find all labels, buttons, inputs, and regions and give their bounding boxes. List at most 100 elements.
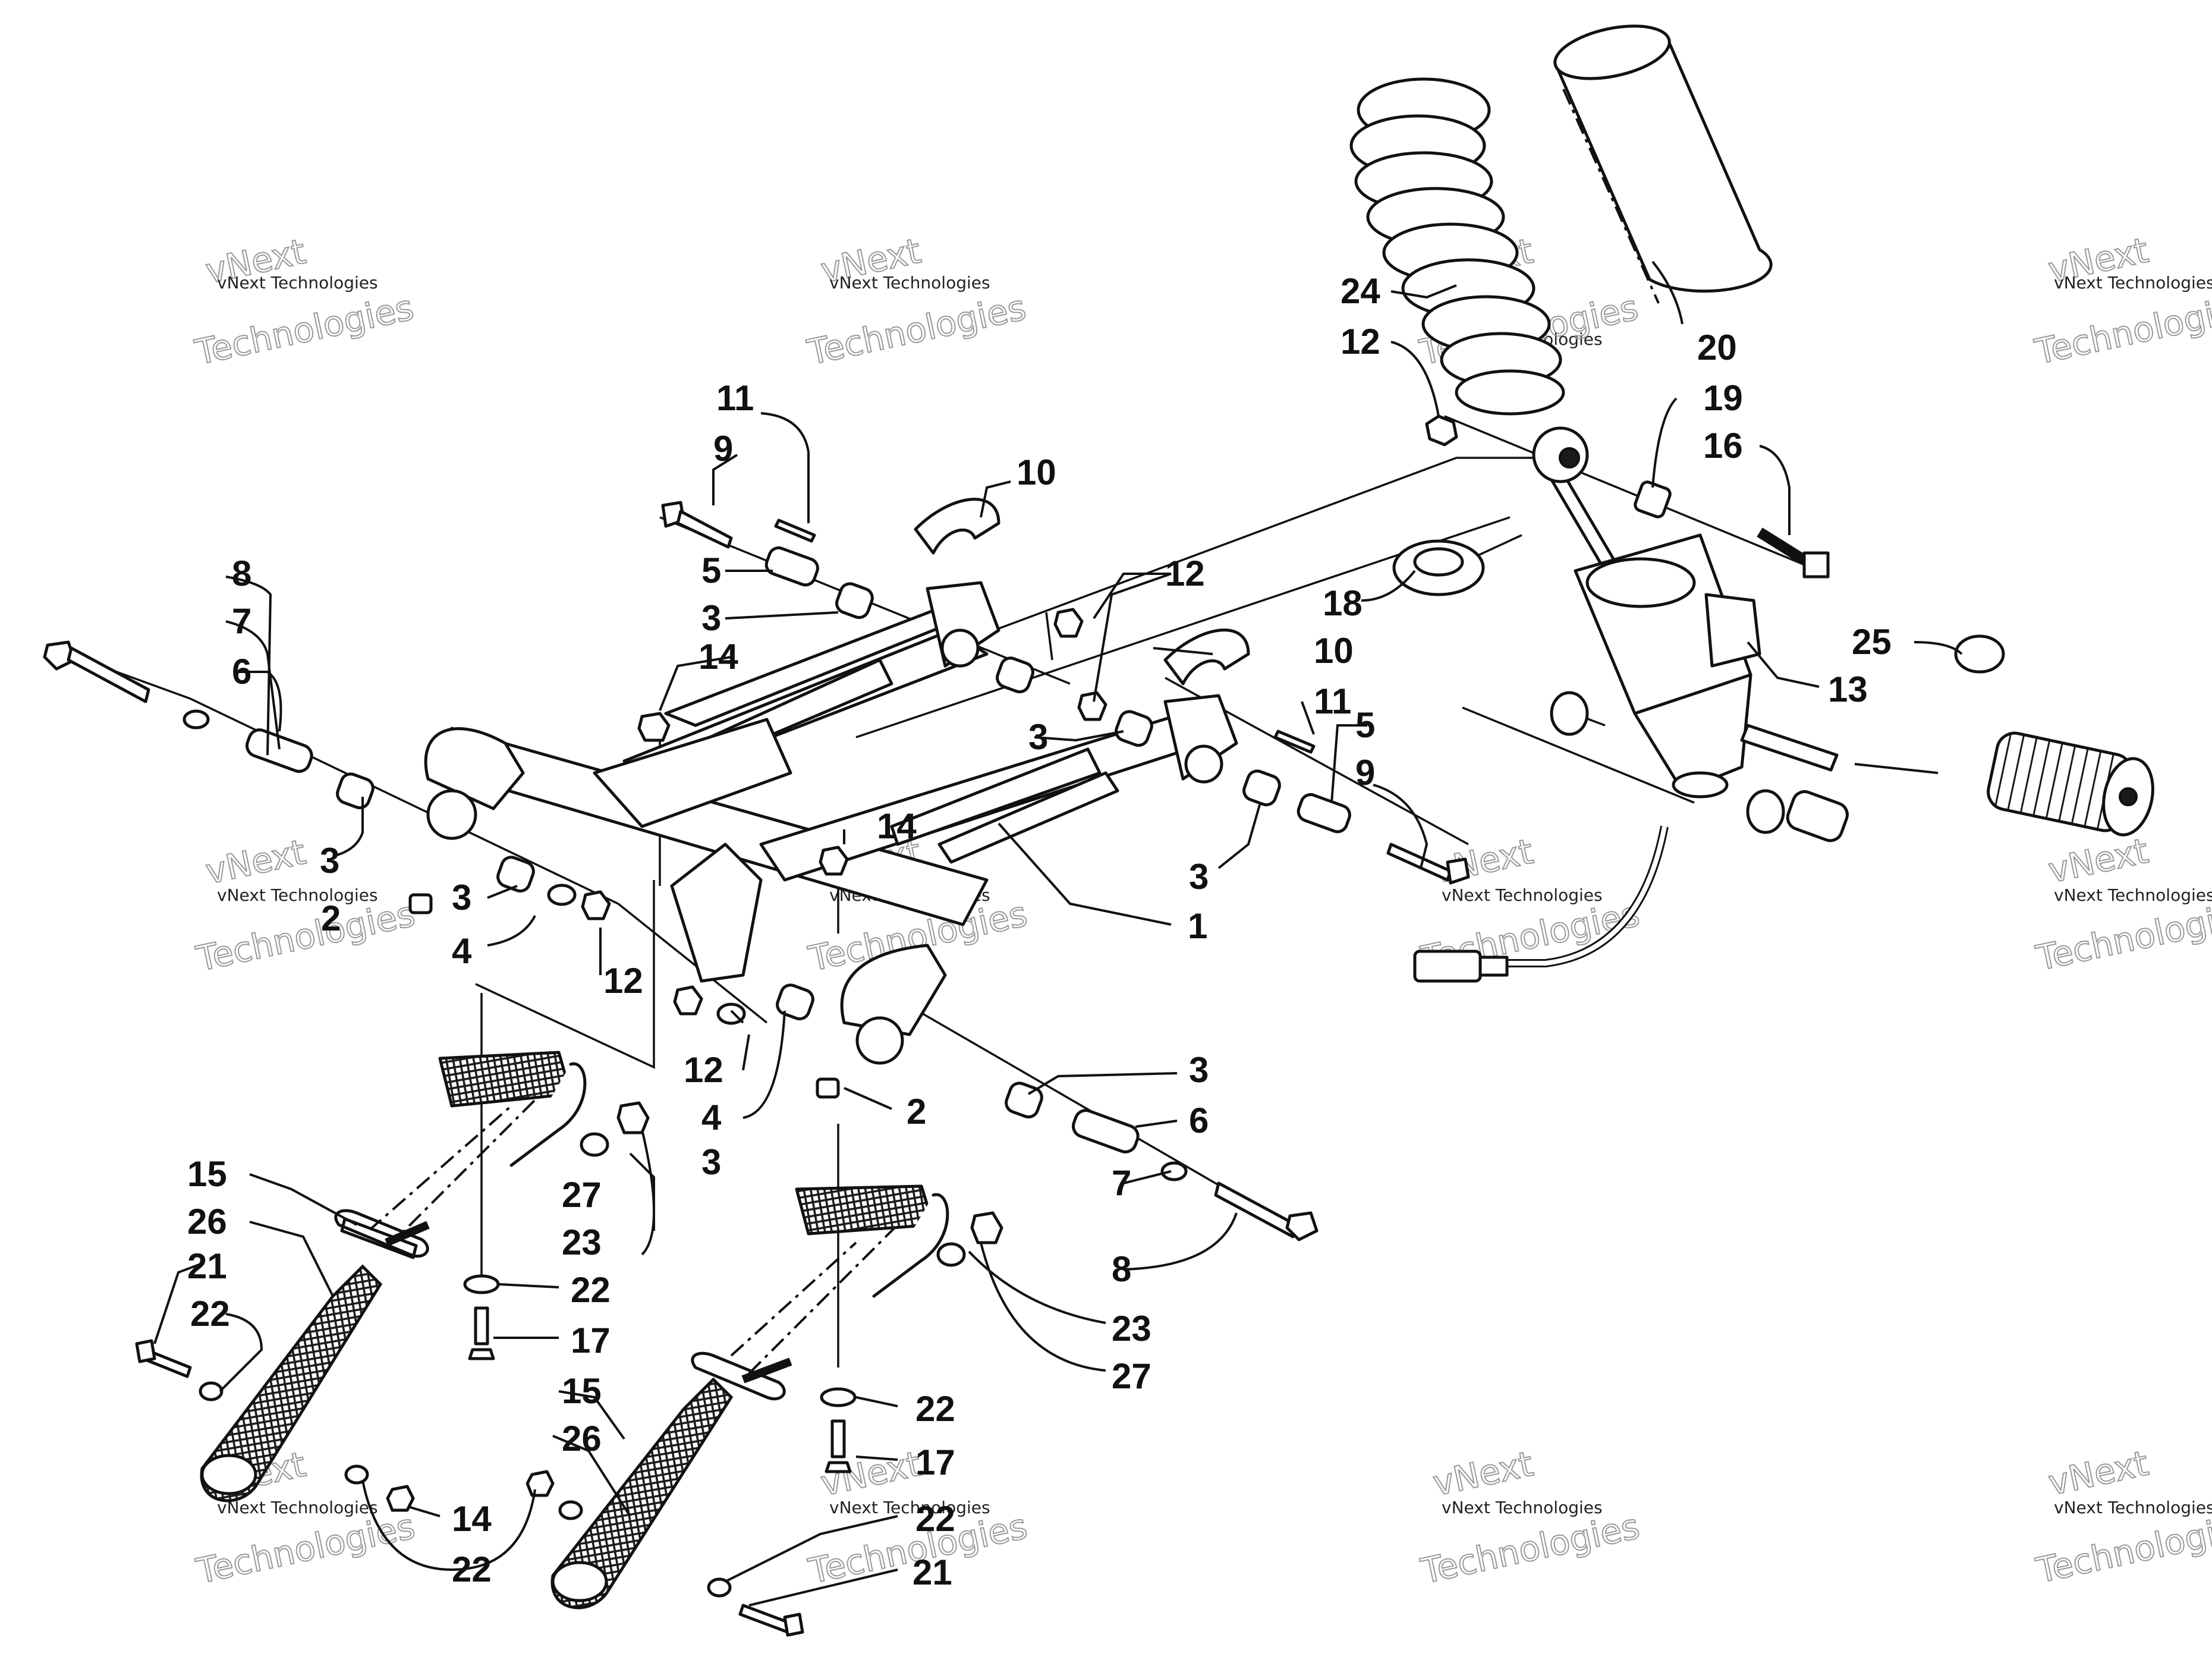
callout-label: 16 <box>1703 426 1743 466</box>
nut <box>1425 414 1458 447</box>
left-step-plate <box>200 1264 383 1502</box>
callout-label: 9 <box>713 429 733 469</box>
callout-label: 26 <box>187 1202 227 1241</box>
right-step-plate <box>550 1377 734 1610</box>
callout-label: 22 <box>571 1270 611 1310</box>
svg-text:Technologies: Technologies <box>2031 287 2212 372</box>
svg-text:Technologies: Technologies <box>2032 1505 2212 1591</box>
shock-spacer <box>1634 480 1672 518</box>
callout-label: 23 <box>562 1222 602 1262</box>
snap-ring <box>1954 634 2005 674</box>
bump-block <box>914 498 1000 555</box>
watermark: vNext vNext Technologies Technologies <box>2032 830 2212 979</box>
svg-text:Technologies: Technologies <box>1417 1506 1643 1592</box>
callout-label: 7 <box>232 601 251 641</box>
callout-label: 25 <box>1852 622 1892 662</box>
callout-label: 22 <box>452 1549 492 1589</box>
svg-text:vNext Technologies: vNext Technologies <box>217 273 378 293</box>
callout-label: 24 <box>1341 271 1380 311</box>
svg-text:vNext Technologies: vNext Technologies <box>829 1498 990 1517</box>
callout-label: 5 <box>701 551 721 590</box>
callout-label: 11 <box>716 378 754 418</box>
hardware <box>43 501 1470 1241</box>
svg-text:Technologies: Technologies <box>2032 893 2212 979</box>
assembly-axes <box>59 415 1820 1368</box>
callout-label: 12 <box>684 1050 723 1090</box>
svg-text:vNext: vNext <box>202 832 309 892</box>
callout-label: 7 <box>1112 1163 1131 1203</box>
shock-lower-bushings <box>1550 691 1849 843</box>
callout-label: 13 <box>1828 669 1868 709</box>
callout-label: 14 <box>877 806 917 846</box>
callout-label: 12 <box>603 961 643 1001</box>
svg-text:vNext Technologies: vNext Technologies <box>2054 885 2212 905</box>
callout-label: 4 <box>452 931 472 971</box>
left-footrest <box>334 1051 650 1360</box>
callout-label: 10 <box>1017 452 1056 492</box>
callout-labels: 1 2 2 3 3 3 3 3 3 3 4 4 5 5 6 6 7 7 8 8 … <box>187 271 1892 1592</box>
watermark: vNext vNext Technologies Technologies <box>2032 1442 2212 1592</box>
callout-label: 3 <box>1189 857 1209 897</box>
leader-lines <box>153 260 1963 1607</box>
callout-label: 2 <box>907 1092 926 1131</box>
callout-label: 27 <box>1112 1356 1151 1396</box>
callout-label: 22 <box>190 1294 230 1334</box>
svg-text:Technologies: Technologies <box>191 287 417 373</box>
watermark: vNext vNext Technologies Technologies <box>2031 230 2212 373</box>
callout-label: 4 <box>701 1098 722 1137</box>
callout-label: 19 <box>1703 378 1743 418</box>
callout-label: 8 <box>232 554 251 593</box>
callout-label: 27 <box>562 1175 602 1215</box>
svg-text:vNext Technologies: vNext Technologies <box>1442 1498 1603 1517</box>
watermark: vNext vNext Technologies Technologies <box>803 230 1030 374</box>
callout-label: 6 <box>1189 1101 1209 1140</box>
svg-text:vNext: vNext <box>2045 1443 2152 1504</box>
callout-label: 3 <box>1189 1050 1209 1090</box>
svg-text:vNext Technologies: vNext Technologies <box>829 273 990 293</box>
callout-label: 1 <box>1188 906 1207 946</box>
callout-label: 22 <box>915 1499 955 1539</box>
callout-label: 20 <box>1697 328 1737 367</box>
callout-label: 26 <box>562 1419 602 1458</box>
callout-label: 17 <box>571 1321 611 1360</box>
svg-text:Technologies: Technologies <box>804 287 1030 373</box>
callout-label: 14 <box>698 637 738 677</box>
callout-label: 3 <box>701 598 721 638</box>
callout-label: 23 <box>1112 1309 1151 1348</box>
shock-reservoir <box>1854 731 2154 837</box>
callout-label: 22 <box>915 1389 955 1429</box>
svg-text:vNext Technologies: vNext Technologies <box>1442 885 1603 905</box>
step-hardware <box>135 1339 804 1637</box>
callout-label: 12 <box>1165 554 1205 593</box>
callout-label: 18 <box>1323 583 1363 623</box>
callout-label: 10 <box>1314 631 1354 671</box>
svg-text:vNext Technologies: vNext Technologies <box>2054 273 2212 293</box>
callout-label: 21 <box>913 1552 952 1592</box>
shock-bolt <box>1757 527 1830 579</box>
bump-stop <box>1392 539 1485 596</box>
svg-text:vNext Technologies: vNext Technologies <box>217 885 378 905</box>
callout-label: 9 <box>1355 753 1375 793</box>
callout-label: 3 <box>1028 717 1048 757</box>
callout-label: 15 <box>562 1371 602 1411</box>
shock-sensor-cable <box>1413 825 1669 983</box>
callout-label: 15 <box>187 1154 227 1194</box>
callout-label: 21 <box>187 1246 227 1286</box>
svg-text:vNext: vNext <box>1430 1444 1537 1504</box>
callout-label: 6 <box>232 652 251 691</box>
callout-label: 12 <box>1341 322 1380 362</box>
right-footrest <box>691 1184 1003 1473</box>
callout-label: 3 <box>320 841 339 881</box>
callout-label: 11 <box>1314 681 1351 721</box>
coil-spring <box>1349 77 1565 416</box>
svg-text:vNext Technologies: vNext Technologies <box>217 1498 378 1517</box>
callout-label: 14 <box>452 1499 492 1539</box>
callout-label: 17 <box>915 1442 955 1482</box>
callout-label: 5 <box>1355 705 1375 745</box>
svg-text:Technologies: Technologies <box>193 1506 419 1592</box>
callout-label: 3 <box>701 1142 721 1182</box>
callout-label: 8 <box>1112 1249 1131 1289</box>
main-frame <box>424 581 1238 1065</box>
watermark: vNext vNext Technologies Technologies <box>191 231 418 373</box>
callout-label: 3 <box>452 878 471 917</box>
